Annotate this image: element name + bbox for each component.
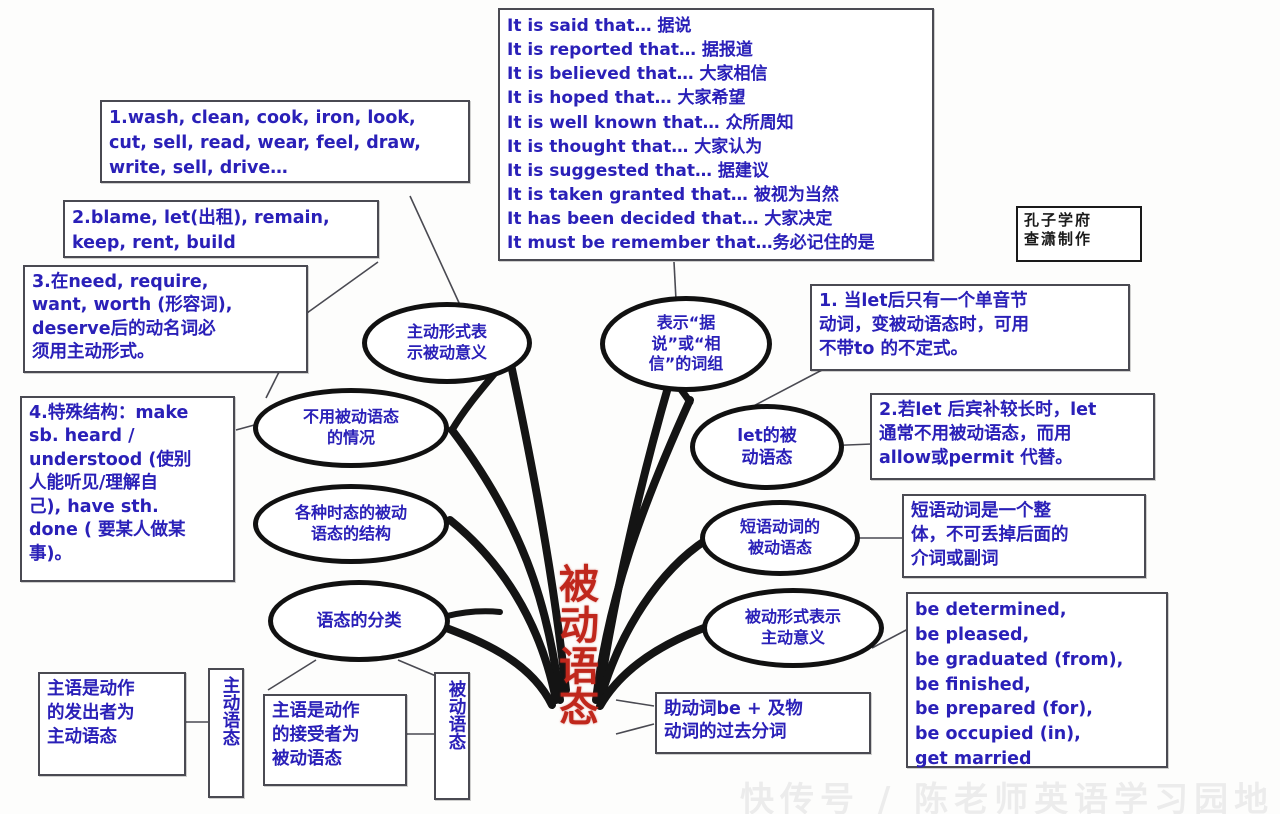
note-box-passive-voice-definition: 主语是动作 的接受者为 被动语态 [263,694,407,786]
oval-active-form-passive-meaning: 主动形式表 示被动意义 [362,302,532,384]
oval-passive-form-active-meaning: 被动形式表示 主动意义 [702,588,884,668]
note-box-2-verbs: 2.blame, let(出租), remain, keep, rent, bu… [63,200,379,258]
note-box-1-verbs: 1.wash, clean, cook, iron, look, cut, se… [100,100,470,183]
oval-tense-structures: 各种时态的被动 语态的结构 [253,484,449,564]
oval-voice-classification: 语态的分类 [268,580,450,662]
label-box-passive-voice: 被动语态 [434,672,470,800]
note-box-3-gerund-rule: 3.在need, require, want, worth (形容词), des… [23,265,308,373]
oval-let-passive: let的被 动语态 [690,404,844,490]
watermark: 快传号 / 陈老师英语学习园地 [740,780,1275,814]
oval-phrasal-verb-passive: 短语动词的 被动语态 [700,500,860,576]
note-box-passive-structure: 助动词be + 及物 动词的过去分词 [655,692,871,754]
label-box-active-voice: 主动语态 [208,668,244,798]
note-box-said-phrases: It is said that… 据说 It is reported that…… [498,8,934,261]
page-title: 被动语态 [552,563,598,727]
oval-said-believed-phrases: 表示“据 说”或“相 信”的词组 [600,296,772,392]
note-box-let-rule-1: 1. 当let后只有一个单音节 动词，变被动语态时，可用 不带to 的不定式。 [810,284,1130,371]
note-box-4-special-structures: 4.特殊结构：make sb. heard / understood (使别 人… [20,396,235,582]
note-box-active-voice-definition: 主语是动作 的发出者为 主动语态 [38,672,186,776]
note-box-let-rule-2: 2.若let 后宾补较长时，let 通常不用被动语态，而用 allow或perm… [870,393,1155,480]
author-stamp: 孔子学府 查潇制作 [1016,206,1142,262]
note-box-phrasal-verb-rule: 短语动词是一个整 体，不可丢掉后面的 介词或副词 [902,494,1146,578]
note-box-be-adjective-list: be determined, be pleased, be graduated … [906,592,1168,769]
oval-no-passive-cases: 不用被动语态 的情况 [253,388,449,468]
